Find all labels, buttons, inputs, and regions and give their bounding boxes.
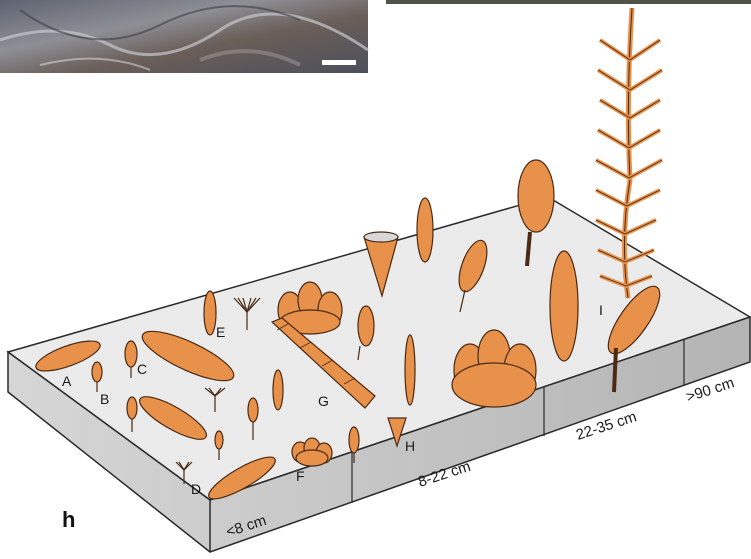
label-e: E — [216, 324, 225, 340]
label-f: F — [296, 468, 305, 484]
organism-frond-tall-1 — [417, 198, 433, 262]
label-d: D — [191, 481, 201, 497]
organism-frond-tall-2 — [405, 335, 415, 405]
fossil-photo-2 — [386, 0, 751, 4]
label-a: A — [62, 373, 72, 389]
label-i: I — [599, 302, 603, 318]
organism-e — [204, 291, 216, 335]
organism-frond-4 — [273, 370, 283, 410]
label-g: G — [318, 393, 329, 409]
organism-frond-long — [550, 251, 578, 361]
label-h: H — [405, 438, 415, 454]
scale-bar-icon — [322, 60, 356, 65]
label-c: C — [137, 361, 147, 377]
fossil-photo — [0, 0, 368, 73]
panel-label: h — [62, 507, 75, 532]
label-b: B — [100, 391, 109, 407]
